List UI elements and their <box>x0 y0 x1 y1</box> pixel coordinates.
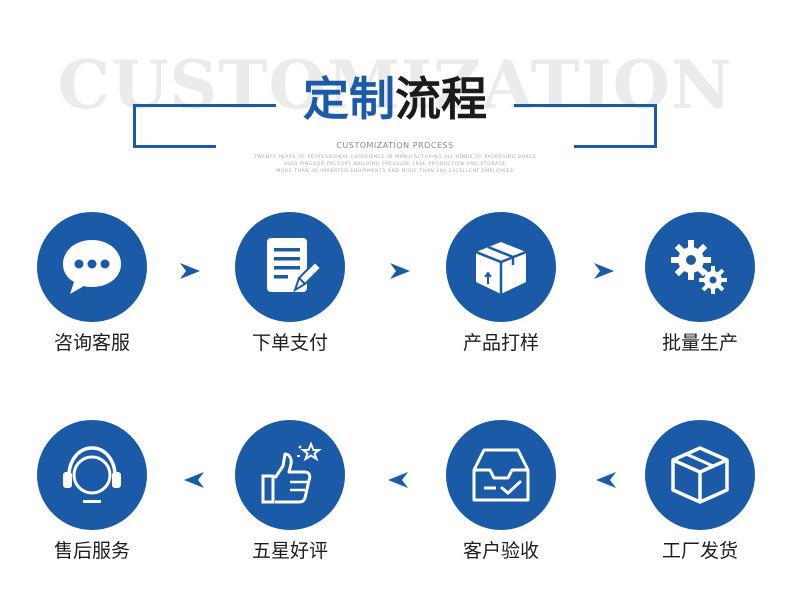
step-label: 批量生产 <box>661 332 738 354</box>
order-document-icon <box>267 238 323 293</box>
arrow-right-icon <box>592 261 616 281</box>
arrow-left-icon <box>386 470 410 490</box>
tagline-line-1: TWENTY YEARS OF PROFESSIONAL EXPERIENCE … <box>253 155 537 160</box>
title-frame-right <box>514 104 657 148</box>
page-subtitle: CUSTOMIZATION PROCESS <box>336 141 454 150</box>
step-mass-production: 批量生产 <box>630 212 770 372</box>
headset-icon <box>63 446 121 503</box>
arrow-left-icon <box>594 470 618 490</box>
shipping-box-icon <box>671 446 729 504</box>
step-factory-shipping: 工厂发货 <box>630 420 770 580</box>
tagline-line-3: MORE THAN 30 IMPORTED EQUIPMENTS AND MOR… <box>276 169 514 174</box>
step-sample: 产品打样 <box>431 212 571 372</box>
step-label: 工厂发货 <box>661 540 738 562</box>
step-circle <box>235 212 345 322</box>
step-circle <box>37 420 147 530</box>
gears-icon <box>671 240 727 294</box>
step-consult: 咨询客服 <box>22 212 162 372</box>
step-circle <box>446 420 556 530</box>
step-label: 五星好评 <box>251 540 328 562</box>
step-label: 咨询客服 <box>53 332 130 354</box>
step-circle <box>37 212 147 322</box>
step-circle <box>235 420 345 530</box>
arrow-right-icon <box>178 261 202 281</box>
step-circle <box>645 212 755 322</box>
chat-bubble-icon <box>63 240 121 294</box>
title-frame-left <box>133 104 276 148</box>
step-label: 产品打样 <box>462 332 539 354</box>
step-customer-acceptance: 客户验收 <box>431 420 571 580</box>
step-label: 客户验收 <box>462 540 539 562</box>
page-title: 定制流程 <box>0 76 790 122</box>
step-five-star-review: 五星好评 <box>220 420 360 580</box>
step-order-payment: 下单支付 <box>220 212 360 372</box>
arrow-right-icon <box>388 261 412 281</box>
inbox-check-icon <box>472 448 530 502</box>
tagline-line-2: 8000 PINGDAO FACTORY BUILDING PRESSURE F… <box>283 162 507 167</box>
page-title-rest: 流程 <box>395 72 487 126</box>
step-label: 售后服务 <box>53 540 130 562</box>
arrow-left-icon <box>182 470 206 490</box>
sample-box-icon <box>475 242 527 294</box>
watermark-text: CUSTOMIZATION <box>57 46 733 124</box>
step-circle <box>446 212 556 322</box>
page-title-highlight: 定制 <box>303 72 395 126</box>
step-circle <box>645 420 755 530</box>
thumbs-up-star-icon <box>261 441 322 504</box>
step-after-sales: 售后服务 <box>22 420 162 580</box>
step-label: 下单支付 <box>251 332 328 354</box>
